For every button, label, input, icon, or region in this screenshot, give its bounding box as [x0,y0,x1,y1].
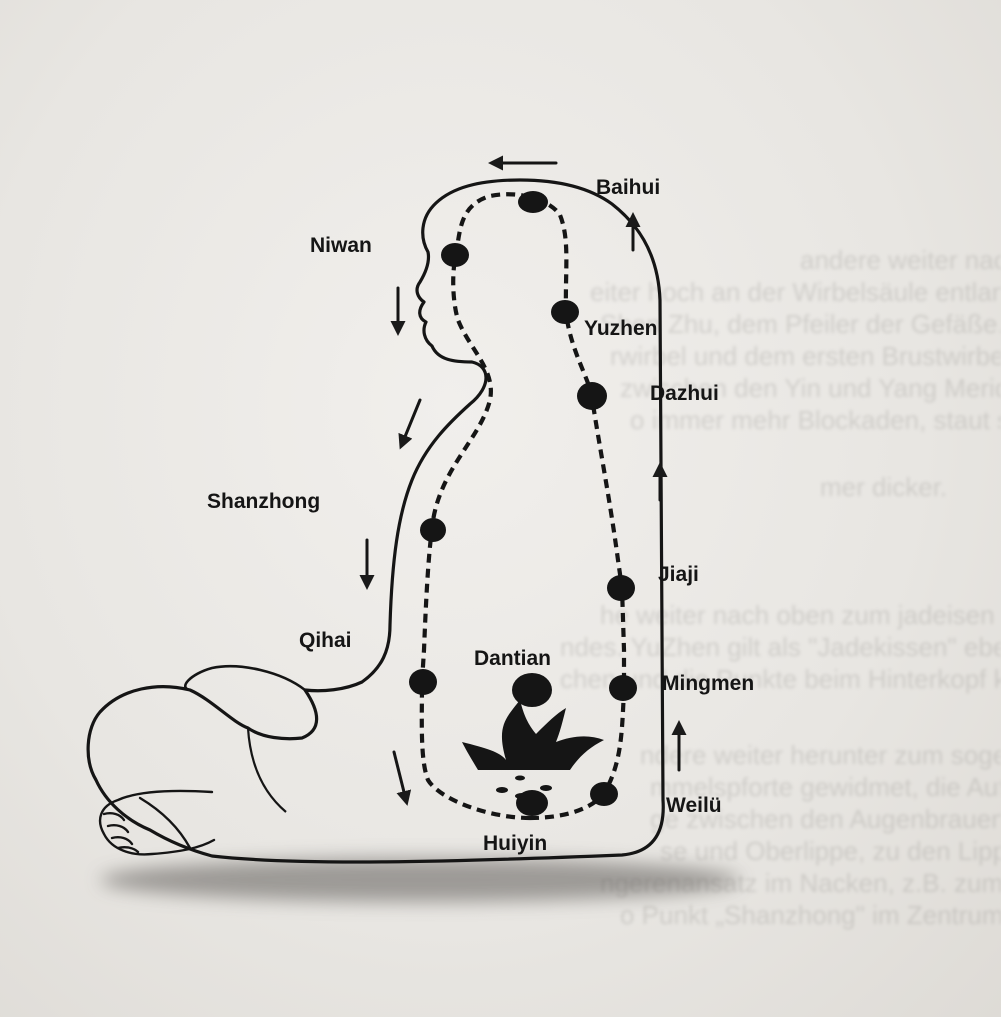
label-dazhui: Dazhui [650,382,719,405]
point-yuzhen [551,300,579,324]
point-weilu [590,782,618,806]
point-baihui [518,191,548,213]
point-jiaji [607,575,635,601]
label-qihai: Qihai [299,629,352,652]
label-huiyin: Huiyin [483,832,547,855]
point-huiyin [516,790,548,816]
label-shanzhong: Shanzhong [207,490,320,513]
point-dantian [512,673,552,707]
point-shanzhong [420,518,446,542]
label-dantian: Dantian [474,647,551,670]
label-jiaji: Jiaji [658,563,699,586]
label-mingmen: Mingmen [662,672,754,695]
ground-shadow [100,858,740,902]
label-yuzhen: Yuzhen [584,317,658,340]
label-weilu: Weilü [666,794,722,817]
foot [100,791,214,854]
belly-fold-line [185,666,305,690]
arrow-down-left-icon [402,400,420,444]
point-dazhui [577,382,607,410]
point-qihai [409,669,437,695]
arrow-down-right-icon [394,752,406,800]
point-mingmen [609,675,637,701]
lotus-icon [462,700,604,799]
leg-line [248,728,286,812]
label-niwan: Niwan [310,234,372,257]
label-baihui: Baihui [596,176,660,199]
point-niwan [441,243,469,267]
